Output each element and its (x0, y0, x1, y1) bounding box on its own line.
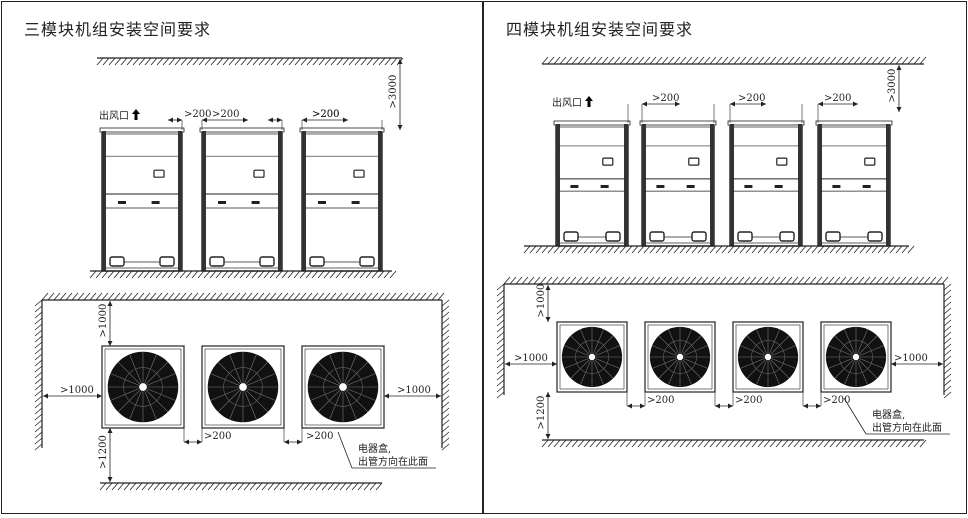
plan-top-wall (503, 276, 949, 285)
outdoor-unit-front-3 (727, 120, 805, 247)
side-gap-dim-1: >200 (168, 109, 211, 123)
ceiling-hatch (541, 56, 927, 65)
plan-bottom-dim-label: >1200 (536, 396, 547, 430)
pipe-direction-note: 出管方向在此面 (358, 455, 428, 468)
plan-left-wall (496, 283, 505, 399)
top-clearance-dim-label: >3000 (388, 75, 399, 109)
plan-right-dim: >1000 (891, 353, 943, 367)
side-gap-dim-3-label: >200 (824, 93, 851, 104)
fan-icon (301, 345, 385, 429)
outlet-label: 出风口 (99, 109, 129, 122)
outdoor-unit-front-4 (815, 120, 893, 247)
plan-right-wall (441, 299, 450, 451)
plan-right-dim-label: >1000 (397, 385, 431, 396)
plan-gap-dim-1: >200 (184, 431, 231, 445)
plan-bottom-dim: >1200 (536, 392, 551, 439)
top-clearance-dim: >3000 (887, 65, 902, 112)
ground-hatch (89, 270, 397, 279)
plan-bottom-wall (99, 482, 383, 491)
fan-icon (556, 321, 628, 393)
side-gap-dim-2: >200 (268, 109, 339, 123)
side-gap-dim-2-label: >200 (312, 109, 339, 120)
four-module-diagram: >3000 出风口 >200 >200 >200 >1000 >1200 >1000 >1000… (496, 56, 952, 448)
plan-right-dim: >1000 (384, 385, 441, 399)
plan-top-wall (41, 292, 445, 301)
up-arrow-icon (132, 109, 140, 120)
fan-icon (644, 321, 716, 393)
outdoor-unit-front-2 (199, 127, 285, 272)
plan-bottom-dim: >1200 (98, 428, 113, 482)
plan-top-dim-label: >1000 (536, 284, 547, 318)
fan-icon (820, 321, 892, 393)
four-module-panel: 四模块机组安装空间要求 >3000 出风口 >200 >200 >200 >1000 >12… (483, 1, 967, 514)
fan-icon (101, 345, 185, 429)
side-gap-dim-1-label: >200 (652, 93, 679, 104)
fan-icon (732, 321, 804, 393)
ground-hatch (523, 245, 915, 254)
side-gap-dim-2-label: >200 (738, 93, 765, 104)
plan-right-dim-label: >1000 (894, 353, 928, 364)
plan-left-wall (34, 299, 43, 451)
plan-left-dim: >1000 (505, 353, 557, 367)
plan-top-dim: >1000 (536, 284, 551, 322)
note-leader (843, 397, 867, 435)
side-gap-dim-2b-label: >200 (312, 109, 339, 120)
panel-title-four-module: 四模块机组安装空间要求 (506, 20, 694, 39)
plan-gap-dim-2-label: >200 (735, 395, 762, 406)
plan-gap-dim-1-label: >200 (204, 431, 231, 442)
plan-gap-dim-1: >200 (627, 395, 674, 409)
three-module-diagram: >3000出风口>200>200>200>200>1000>1200>1000>… (34, 57, 450, 491)
plan-left-dim-label: >1000 (514, 353, 548, 364)
side-gap-dim-1: >200 (642, 93, 680, 107)
side-gap-dim-1b: >200 (202, 109, 248, 123)
plan-gap-dim-2-label: >200 (306, 431, 333, 442)
plan-gap-dim-3-label: >200 (823, 395, 850, 406)
plan-top-dim: >1000 (98, 301, 113, 346)
note-leader (337, 431, 353, 469)
outdoor-unit-front-1 (99, 127, 185, 272)
plan-right-wall (943, 283, 952, 399)
plan-bottom-wall (541, 439, 927, 448)
outdoor-unit-front-3 (299, 127, 385, 272)
plan-bottom-dim-label: >1200 (98, 435, 109, 469)
plan-top-dim-label: >1000 (98, 304, 109, 338)
plan-left-dim-label: >1000 (60, 385, 94, 396)
side-gap-dim-3: >200 (818, 93, 858, 107)
plan-left-dim: >1000 (43, 385, 102, 399)
electric-box-note: 电器盒, (872, 408, 905, 421)
side-gap-dim-2: >200 (730, 93, 766, 107)
side-gap-dim-1-label: >200 (184, 109, 211, 120)
plan-gap-dim-3: >200 (803, 395, 850, 409)
plan-gap-dim-2: >200 (284, 431, 333, 445)
outdoor-unit-front-2 (639, 120, 717, 247)
top-clearance-dim: >3000 (388, 59, 403, 130)
pipe-direction-note: 出管方向在此面 (872, 421, 942, 434)
ceiling-hatch (96, 57, 404, 66)
top-clearance-dim-label: >3000 (887, 69, 898, 103)
up-arrow-icon (585, 96, 593, 107)
outlet-label: 出风口 (552, 96, 582, 109)
plan-gap-dim-2: >200 (715, 395, 762, 409)
panel-title-three-module: 三模块机组安装空间要求 (24, 20, 212, 39)
electric-box-note: 电器盒, (358, 442, 391, 455)
side-gap-dim-1b-label: >200 (212, 109, 239, 120)
fan-icon (201, 345, 285, 429)
side-gap-dim-2b: >200 (302, 109, 348, 123)
plan-gap-dim-1-label: >200 (647, 395, 674, 406)
outdoor-unit-front-1 (553, 120, 631, 247)
